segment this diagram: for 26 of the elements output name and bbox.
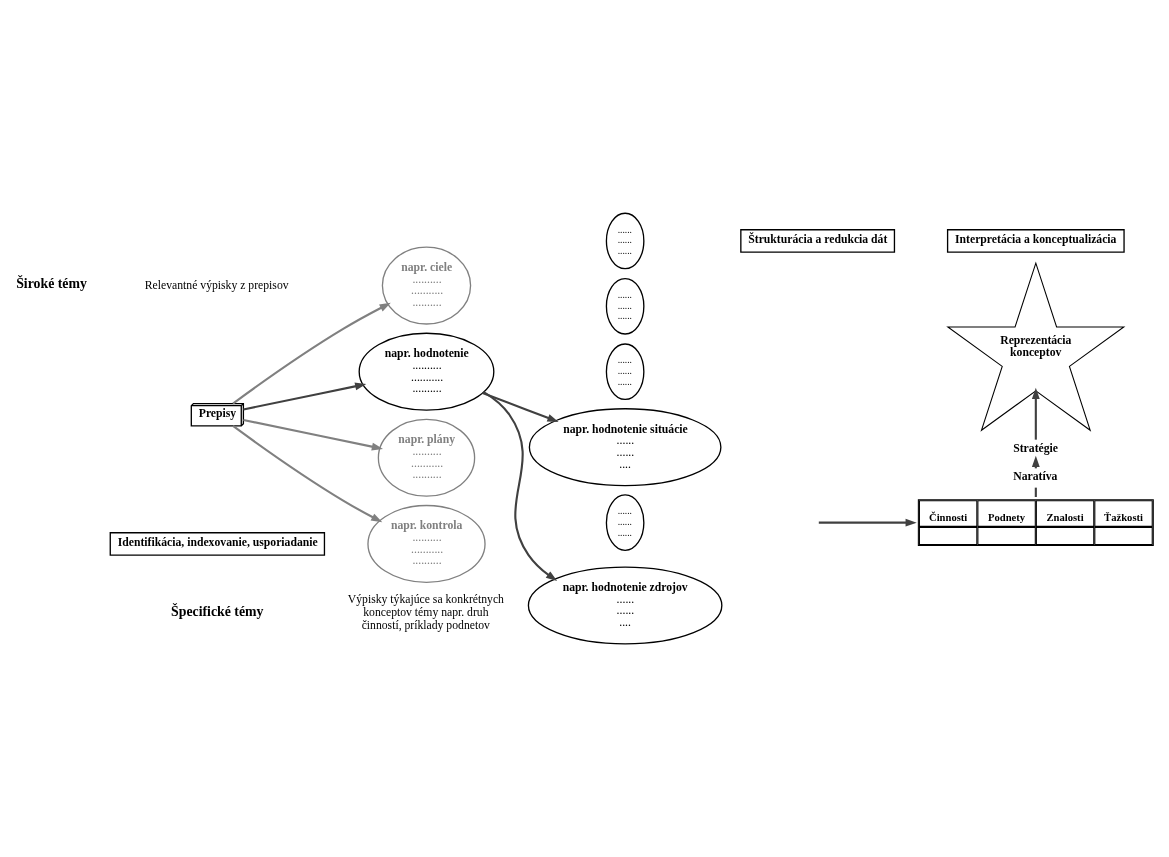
arrow	[482, 391, 557, 581]
node-ellipse: napr. hodnotenie zdrojov ...... ...... ....	[527, 566, 722, 645]
node-ellipse: napr. hodnotenie situácie ...... ...... ....	[528, 408, 722, 487]
connector	[1034, 487, 1037, 497]
node-ellipse: ...... ...... ......	[605, 212, 644, 270]
node-ellipse: napr. ciele .......... ........... ..........	[381, 246, 471, 325]
label: Špecifické témy	[170, 603, 263, 619]
node-ellipse: ...... ...... ......	[605, 277, 644, 335]
label: Relevantné výpisky z prepisov	[144, 278, 289, 292]
node-ellipse: ...... ...... ......	[605, 494, 644, 551]
node-ellipse: napr. plány .......... ........... ..........	[377, 418, 475, 497]
label: Výpisky týkajúce sa konkrétnych konceptov témy napr. druh činností, príklady podnetov	[347, 593, 504, 632]
label: Široké témy	[15, 276, 87, 292]
node-text: Stratégie	[1012, 441, 1058, 455]
node-ellipse: napr. kontrola .......... ........... ..........	[366, 504, 486, 583]
arrow	[481, 391, 559, 422]
node-box: Štrukturácia a redukcia dát	[739, 229, 895, 253]
node-ellipse: napr. hodnotenie .......... ........... ..........	[358, 332, 494, 411]
arrow	[1031, 387, 1040, 440]
arrow	[818, 518, 917, 527]
node-box: Identifikácia, indexovanie, usporiadanie	[109, 532, 325, 556]
node-ellipse: ...... ...... ......	[605, 343, 644, 401]
node-text: Naratíva	[1012, 470, 1057, 484]
node-box: Interpretácia a konceptualizácia	[946, 229, 1125, 253]
arrow	[231, 425, 382, 523]
arrow	[242, 418, 383, 451]
